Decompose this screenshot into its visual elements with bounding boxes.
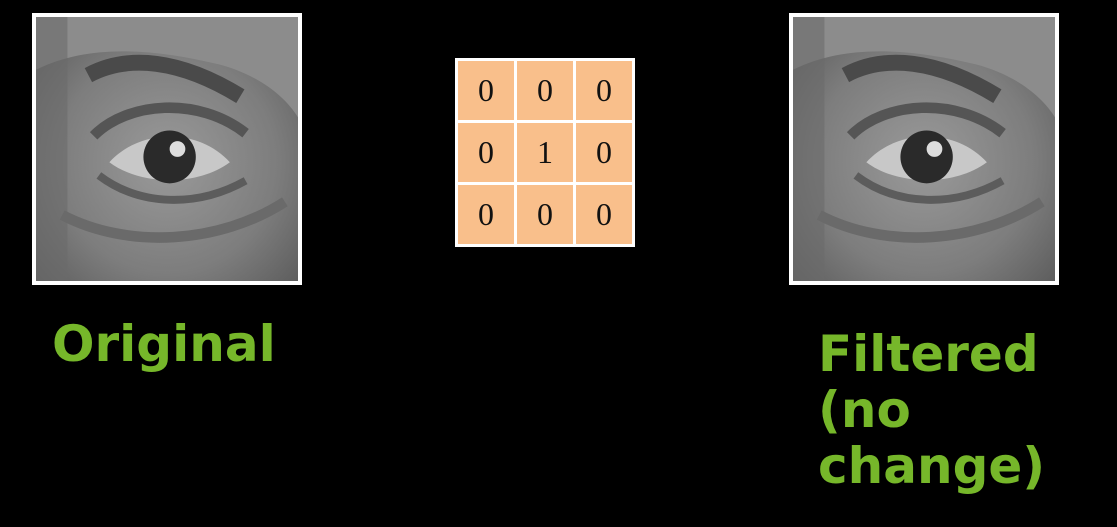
original-caption: Original: [52, 315, 276, 373]
filtered-caption-line: change): [818, 437, 1046, 495]
original-image: [32, 13, 302, 285]
filtered-caption: Filtered (no change): [818, 326, 1108, 494]
kernel-cell: 0: [458, 123, 514, 182]
kernel-cell-center: 1: [517, 123, 573, 182]
eye-closeup-icon: [36, 17, 298, 281]
kernel-cell: 0: [576, 185, 632, 244]
kernel-cell: 0: [517, 61, 573, 120]
identity-kernel-matrix: 0 0 0 0 1 0 0 0 0: [455, 58, 635, 247]
kernel-cell: 0: [458, 61, 514, 120]
kernel-cell: 0: [458, 185, 514, 244]
kernel-cell: 0: [517, 185, 573, 244]
kernel-cell: 0: [576, 61, 632, 120]
filtered-caption-line: (no: [818, 381, 911, 439]
filtered-caption-line: Filtered: [818, 325, 1039, 383]
eye-closeup-icon: [793, 17, 1055, 281]
kernel-cell: 0: [576, 123, 632, 182]
filtered-image: [789, 13, 1059, 285]
